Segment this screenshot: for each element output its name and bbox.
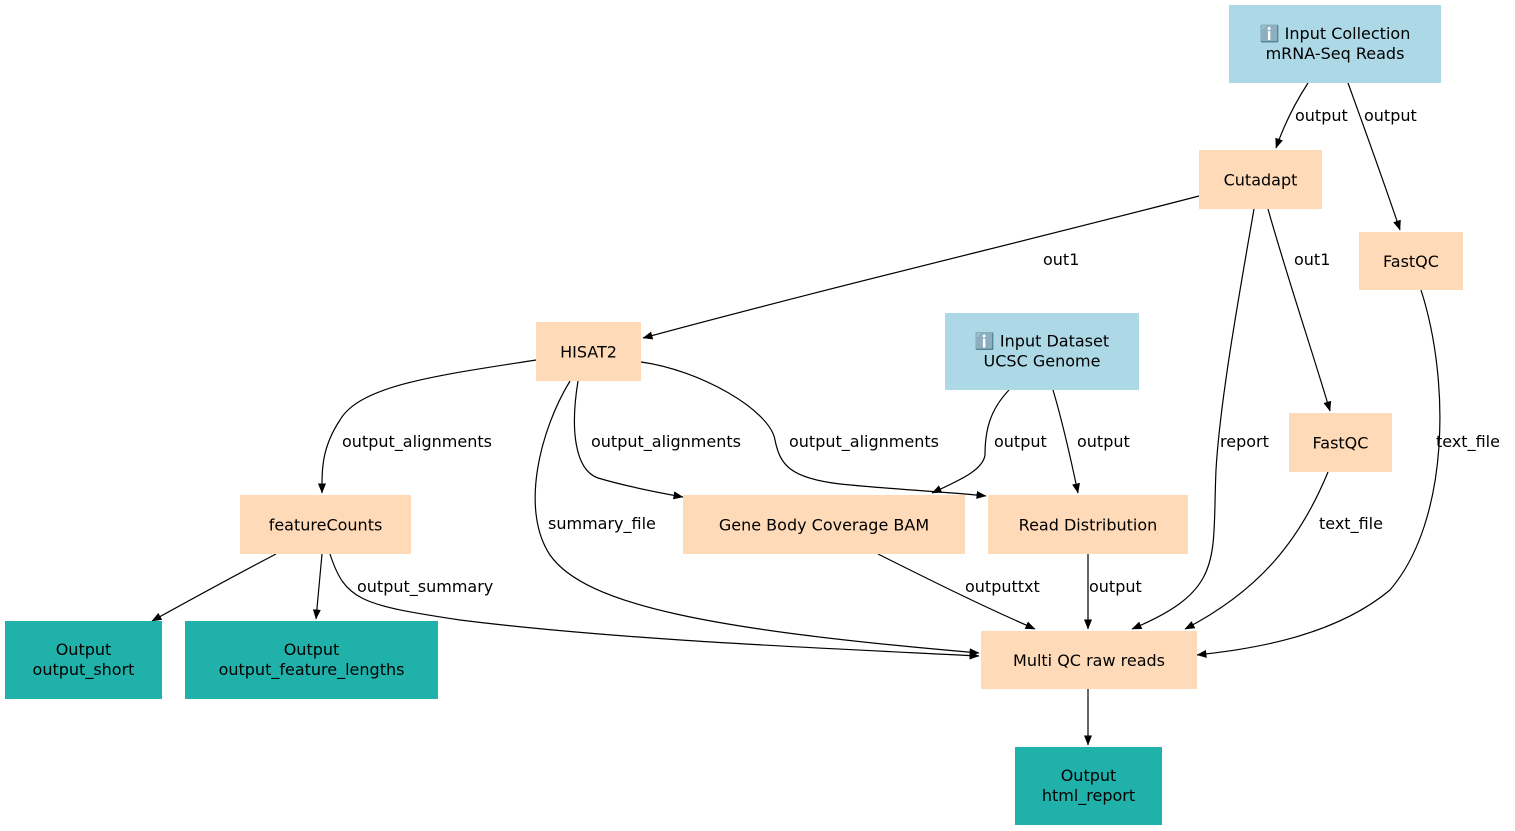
node-subtitle: output_short	[33, 660, 135, 680]
node-title-text: Input Collection	[1285, 24, 1411, 43]
node-title-text: Input Dataset	[1000, 332, 1109, 351]
edge-label-cutadapt-to-fastqc_trimmed: out1	[1294, 250, 1330, 269]
edge-fastqc_raw-to-multiqc	[1196, 289, 1441, 658]
node-fastqc-raw[interactable]: FastQC	[1359, 232, 1463, 290]
edge-input_dataset-to-read_distribution	[1052, 389, 1080, 494]
node-box	[945, 313, 1139, 390]
node-title: ℹ️ Input Dataset	[975, 332, 1109, 351]
edge-label-cutadapt-to-hisat2: out1	[1043, 250, 1079, 269]
node-title: Output	[56, 640, 112, 659]
edge-featurecounts-to-output_short	[151, 553, 277, 622]
edge-label-hisat2-to-featurecounts: output_alignments	[342, 432, 492, 452]
edge-label-fastqc_raw-to-multiqc: text_file	[1436, 432, 1500, 452]
node-title: featureCounts	[269, 516, 383, 535]
edge-fastqc_trimmed-to-multiqc	[1184, 471, 1329, 630]
node-title: Gene Body Coverage BAM	[719, 516, 929, 535]
node-box	[683, 495, 965, 554]
edge-label-featurecounts-to-multiqc: output_summary	[357, 577, 493, 597]
edge-hisat2-to-gene_body_coverage	[573, 380, 684, 500]
edge-label-cutadapt-to-multiqc: report	[1220, 432, 1269, 451]
edge-input_dataset-to-gene_body_coverage	[931, 389, 1010, 494]
edge-hisat2-to-multiqc	[534, 380, 980, 657]
node-fastqc-trimmed[interactable]: FastQC	[1289, 413, 1392, 472]
node-title: Cutadapt	[1224, 171, 1298, 190]
node-hisat2[interactable]: HISAT2	[536, 322, 641, 381]
edge-hisat2-to-featurecounts	[317, 359, 537, 494]
node-subtitle: output_feature_lengths	[219, 660, 405, 680]
edge-cutadapt-to-multiqc	[1131, 208, 1255, 630]
edge-label-input_dataset-to-gene_body_coverage: output	[994, 432, 1047, 451]
edge-label-input_collection-to-cutadapt: output	[1295, 106, 1348, 125]
node-title: Read Distribution	[1019, 516, 1158, 535]
node-subtitle: UCSC Genome	[984, 352, 1101, 371]
node-box	[5, 621, 162, 699]
edge-cutadapt-to-hisat2	[642, 195, 1200, 340]
node-gene-body-coverage[interactable]: Gene Body Coverage BAM	[683, 495, 965, 554]
node-box	[1359, 232, 1463, 290]
node-title: FastQC	[1383, 252, 1439, 271]
edge-label-read_distribution-to-multiqc: output	[1089, 577, 1142, 596]
node-box	[1229, 5, 1441, 83]
info-icon: ℹ️	[975, 332, 995, 351]
edge-label-input_dataset-to-read_distribution: output	[1077, 432, 1130, 451]
node-title: ℹ️ Input Collection	[1260, 24, 1411, 43]
node-featurecounts[interactable]: featureCounts	[240, 495, 411, 554]
node-title: Output	[284, 640, 340, 659]
node-box	[240, 495, 411, 554]
node-box	[1289, 413, 1392, 472]
node-box	[1199, 150, 1322, 209]
node-subtitle: mRNA-Seq Reads	[1266, 44, 1405, 63]
edge-label-fastqc_trimmed-to-multiqc: text_file	[1319, 514, 1383, 534]
edge-hisat2-to-read_distribution	[640, 361, 987, 499]
node-title: Output	[1061, 766, 1117, 785]
edge-gene_body_coverage-to-multiqc	[877, 553, 1036, 630]
node-box	[536, 322, 641, 381]
edge-input_collection-to-fastqc_raw	[1347, 82, 1401, 231]
node-cutadapt[interactable]: Cutadapt	[1199, 150, 1322, 209]
node-title: Multi QC raw reads	[1013, 651, 1165, 670]
node-multiqc[interactable]: Multi QC raw reads	[981, 631, 1197, 689]
node-title: FastQC	[1313, 434, 1369, 453]
node-read-distribution[interactable]: Read Distribution	[988, 495, 1188, 554]
edge-label-hisat2-to-multiqc: summary_file	[548, 514, 656, 534]
edge-label-gene_body_coverage-to-multiqc: outputtxt	[965, 577, 1040, 596]
edge-featurecounts-to-multiqc	[329, 553, 980, 660]
edge-cutadapt-to-fastqc_trimmed	[1267, 208, 1332, 412]
info-icon: ℹ️	[1260, 24, 1280, 43]
node-box	[988, 495, 1188, 554]
edge-label-input_collection-to-fastqc_raw: output	[1364, 106, 1417, 125]
edge-label-hisat2-to-gene_body_coverage: output_alignments	[591, 432, 741, 452]
node-title: HISAT2	[560, 343, 617, 362]
edge-input_collection-to-cutadapt	[1275, 82, 1309, 149]
node-box	[981, 631, 1197, 689]
edge-featurecounts-to-output_feature_lengths	[312, 553, 323, 620]
node-subtitle: html_report	[1042, 786, 1135, 806]
node-box	[1015, 747, 1162, 825]
edge-label-hisat2-to-read_distribution: output_alignments	[789, 432, 939, 452]
node-box	[185, 621, 438, 699]
